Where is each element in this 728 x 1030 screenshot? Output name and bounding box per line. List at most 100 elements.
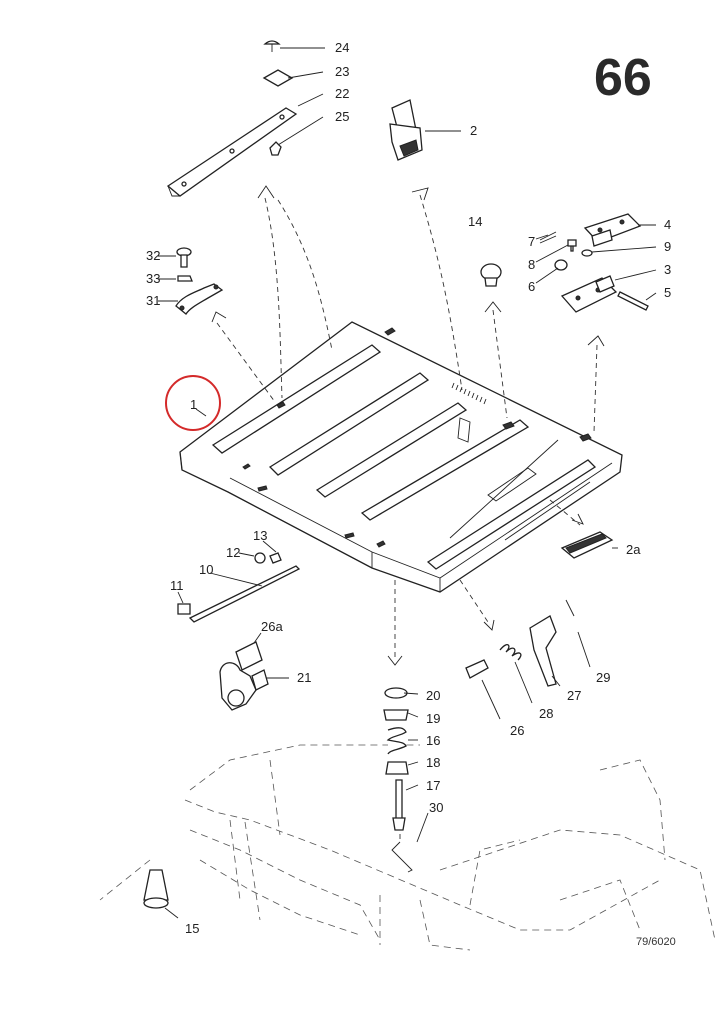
part-12-nut [254,552,266,564]
leader-line-30 [416,812,429,843]
part-33-nut [177,275,193,282]
callout-8: 8 [528,257,535,272]
part-21-latch-lock [219,662,269,711]
part-8-screw [567,239,577,252]
leader-line-29 [577,631,591,668]
leader-line-23 [287,71,324,79]
part-2a-pad [560,531,614,559]
callout-28: 28 [539,706,553,721]
part-6-nut [554,259,568,271]
leader-line-13 [262,540,277,553]
callout-11: 11 [170,578,184,593]
callout-24: 24 [335,40,349,55]
leader-line-15 [164,907,179,919]
part-18-cup [385,761,409,775]
callout-9: 9 [664,239,671,254]
callout-26: 26 [510,723,524,738]
leader-line-1 [195,408,207,417]
leader-line-22 [297,93,324,107]
callout-23: 23 [335,64,349,79]
callout-20: 20 [426,688,440,703]
callout-31: 31 [146,293,160,308]
leader-line-12 [238,552,255,557]
hood-panel [179,321,623,593]
leader-line-20 [403,692,419,695]
leader-line-11 [177,591,184,604]
callout-4: 4 [664,217,671,232]
leader-line-3 [614,269,657,281]
part-2-latch [389,99,423,161]
latch-stack [383,687,409,831]
part-20-washer [384,687,408,699]
part-19-nut [383,709,409,721]
callout-26a: 26a [261,619,283,634]
part-31-bracket [175,283,224,315]
page-number: 66 [594,49,652,107]
vent-grille [451,382,487,443]
callout-30: 30 [429,800,443,815]
callout-29: 29 [596,670,610,685]
callout-19: 19 [426,711,440,726]
part-11-grommet [177,603,191,615]
part-13-clip [269,552,282,564]
leader-line-5 [645,292,657,301]
leader-line-19 [407,712,419,718]
callout-18: 18 [426,755,440,770]
callout-32: 32 [146,248,160,263]
part-28-spring [499,644,522,661]
leader-line-7 [535,234,549,240]
part-29-pin [565,599,575,617]
part-30-hook-wire [391,841,413,873]
callout-33: 33 [146,271,160,286]
part-17-striker-bolt [392,779,406,831]
callout-27: 27 [567,688,581,703]
part-24-rivet [263,40,281,52]
callout-2: 2 [470,123,477,138]
callout-1: 1 [190,397,197,412]
part-9-washer [581,249,593,257]
part-26-pin [465,659,489,679]
callout-7: 7 [528,234,535,249]
leader-line-9 [591,246,657,253]
leader-line-17 [405,784,419,791]
part-14-bump-stop [480,263,502,287]
part-5-pin [617,291,649,311]
callout-15: 15 [185,921,199,936]
callout-13: 13 [253,528,267,543]
part-23-plate [262,69,294,87]
callout-6: 6 [528,279,535,294]
callout-10: 10 [199,562,213,577]
part-3-hinge [560,275,618,313]
part-16-spring [386,727,407,755]
part-26a-bracket [235,641,263,671]
leader-line-8 [535,244,569,263]
part-22-strap [166,107,298,197]
leader-line-6 [535,267,559,284]
callout-3: 3 [664,262,671,277]
leader-line-26a [253,632,262,644]
callout-22: 22 [335,86,349,101]
leader-line-28 [514,661,533,704]
callout-12: 12 [226,545,240,560]
leader-line-18 [407,761,419,766]
part-10-prop-rod [188,565,301,623]
callout-21: 21 [297,670,311,685]
callout-16: 16 [426,733,440,748]
leader-line-10 [209,572,263,587]
part-4-hinge [583,213,642,247]
callout-17: 17 [426,778,440,793]
part-27-safety-catch [529,615,557,687]
part-32-bolt [176,247,192,268]
leader-line-27 [551,675,561,687]
part-7-cotter-pin [539,231,557,244]
callout-labels: 24 23 22 25 2 14 4 7 9 8 3 6 5 32 33 31 1 2a 13 12 11 10 26a 21… [146,40,671,936]
drawing-code: 79/6020 [636,936,676,948]
part-15-rubber-stop [143,869,169,909]
highlight-circle [165,375,221,431]
leader-line-25 [277,116,324,146]
callout-5: 5 [664,285,671,300]
callout-25: 25 [335,109,349,124]
callout-2a: 2a [626,542,641,557]
callout-14: 14 [468,214,482,229]
